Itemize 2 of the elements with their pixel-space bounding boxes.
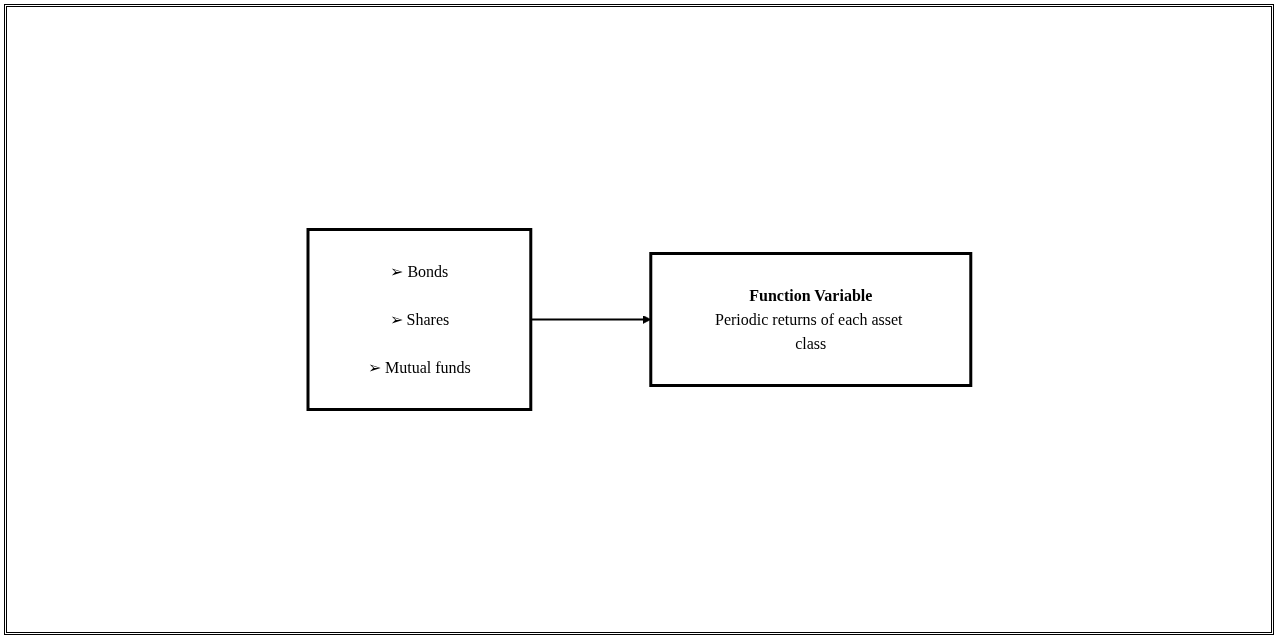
node-box: ➢ Bonds ➢ Shares ➢ Mutual funds: [306, 228, 532, 411]
node-box: Function Variable Periodic returns of each asset class: [648, 252, 972, 387]
